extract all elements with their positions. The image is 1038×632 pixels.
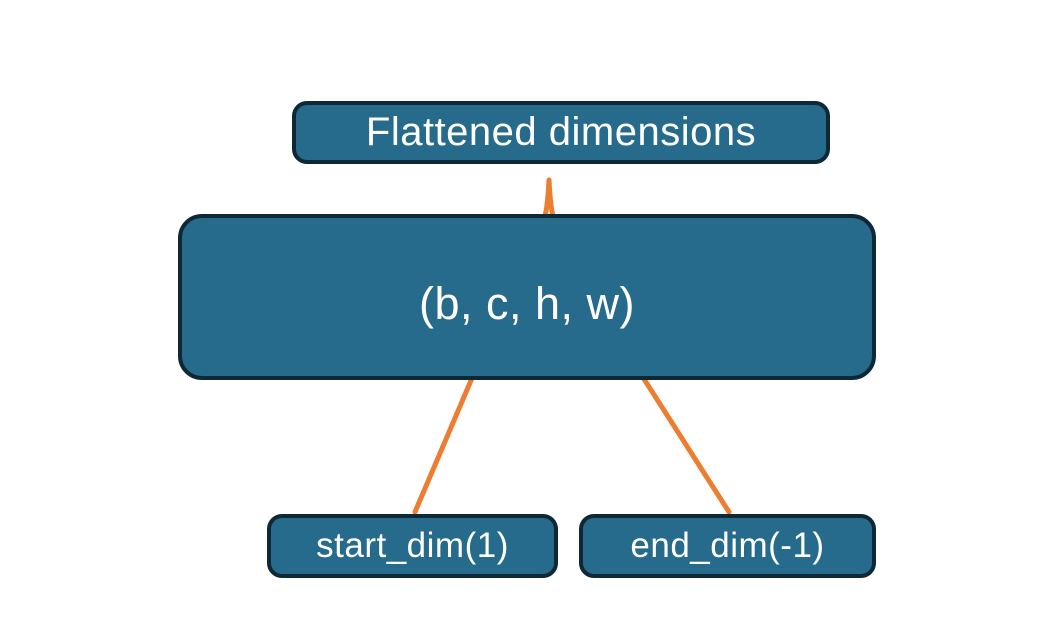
node-tensor-shape: (b, c, h, w)	[178, 214, 876, 380]
node-start-dim: start_dim(1)	[267, 514, 558, 578]
flattened-dimensions-label: Flattened dimensions	[365, 110, 757, 154]
end-dim-label: end_dim(-1)	[630, 526, 825, 565]
start-dim-label: start_dim(1)	[316, 526, 509, 565]
tensor-shape-label: (b, c, h, w)	[418, 278, 636, 329]
node-flattened-dimensions: Flattened dimensions	[292, 101, 830, 164]
node-end-dim: end_dim(-1)	[579, 514, 876, 578]
